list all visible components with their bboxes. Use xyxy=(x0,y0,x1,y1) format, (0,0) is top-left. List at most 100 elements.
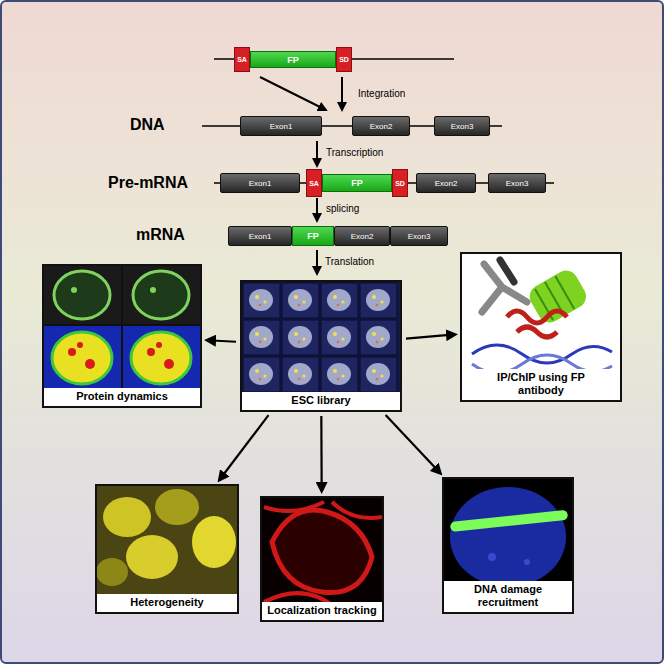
protein-dynamics-image-part xyxy=(150,287,156,293)
protein-dynamics-image-part xyxy=(68,348,76,356)
box-label: FP xyxy=(307,231,319,241)
dna-damage-image-part xyxy=(442,477,574,614)
splice-site-box: SD xyxy=(392,169,408,197)
panel-label: Protein dynamics xyxy=(44,388,200,406)
protein-dynamics-image-part xyxy=(156,342,162,348)
exon-box: Exon3 xyxy=(434,116,490,136)
box-label: FP xyxy=(351,178,363,188)
connector-arrow xyxy=(320,416,323,491)
flow-arrows-part xyxy=(316,198,318,221)
ip-chip-image-part-part xyxy=(555,276,574,309)
image-panel: ESC library xyxy=(240,280,402,412)
dna-damage-image-part xyxy=(524,559,530,565)
exon-box: Exon3 xyxy=(390,226,448,246)
splice-site-box: SA xyxy=(234,47,250,72)
protein-dynamics-image-part xyxy=(147,348,155,356)
esc-library-image-part xyxy=(321,357,358,392)
box-label: Exon2 xyxy=(435,179,458,188)
protein-dynamics-image-part xyxy=(164,359,174,369)
dna-damage-image-part xyxy=(488,553,496,561)
heterogeneity-image xyxy=(95,484,239,614)
splice-site-box: SA xyxy=(306,169,322,197)
step-label: Transcription xyxy=(326,147,383,158)
dna-damage-image xyxy=(442,477,574,614)
dna-damage-image-part xyxy=(450,510,568,532)
esc-library-image-part xyxy=(282,283,319,318)
step-label: Integration xyxy=(358,88,405,99)
box-label: Exon3 xyxy=(451,122,474,131)
row-label: DNA xyxy=(130,116,165,134)
localization-image-part xyxy=(264,502,382,607)
box-label: SD xyxy=(339,56,349,63)
protein-dynamics-image-part xyxy=(123,326,200,392)
box-label: SA xyxy=(237,56,247,63)
heterogeneity-image-part xyxy=(192,516,236,568)
box-label: Exon1 xyxy=(249,232,272,241)
protein-dynamics-image-part xyxy=(133,271,189,319)
flow-arrows-part xyxy=(341,77,343,110)
protein-dynamics-image-part xyxy=(44,266,121,324)
protein-dynamics-image-part xyxy=(44,326,121,392)
panel-label: DNA damage recruitment xyxy=(444,581,572,612)
flow-arrows-part xyxy=(316,141,318,166)
exon-box: Exon1 xyxy=(220,173,300,193)
image-panel: IP/ChIP using FP antibody xyxy=(460,252,622,402)
localization-image-part xyxy=(260,496,384,622)
protein-dynamics-image-part xyxy=(85,359,95,369)
localization-image xyxy=(260,496,384,622)
esc-library-image-part xyxy=(360,283,397,318)
esc-library-image-part xyxy=(360,357,397,392)
protein-dynamics-image xyxy=(42,264,202,408)
box-label: Exon3 xyxy=(506,179,529,188)
fp-box: FP xyxy=(250,51,336,68)
esc-library-image-part xyxy=(282,357,319,392)
esc-library-image xyxy=(240,280,402,412)
dna-lines xyxy=(202,59,554,183)
protein-dynamics-image-part xyxy=(123,266,200,324)
step-label: Translation xyxy=(325,256,374,267)
esc-library-image-part xyxy=(243,320,280,355)
connector-arrow xyxy=(386,415,441,473)
esc-library-image-part xyxy=(243,283,280,318)
connector-arrow xyxy=(406,334,455,338)
esc-library-image-part xyxy=(282,320,319,355)
protein-dynamics-image-part xyxy=(71,287,77,293)
connector-arrow xyxy=(219,415,268,480)
step-label: splicing xyxy=(326,203,359,214)
esc-library-image-part xyxy=(321,320,358,355)
box-label: SA xyxy=(309,180,319,187)
protein-dynamics-image-part xyxy=(52,332,112,384)
ip-chip-image-part xyxy=(525,266,590,327)
exon-box: Exon2 xyxy=(416,173,476,193)
flow-arrows-part xyxy=(316,250,318,274)
flow-arrows-part xyxy=(260,77,326,110)
box-label: Exon2 xyxy=(351,232,374,241)
exon-box: Exon3 xyxy=(488,173,546,193)
splice-site-box: SD xyxy=(336,47,352,72)
box-label: Exon1 xyxy=(270,122,293,131)
heterogeneity-image-part xyxy=(96,558,128,586)
protein-dynamics-image-part xyxy=(42,264,202,408)
esc-library-image-part xyxy=(240,280,402,412)
ip-chip-image-part xyxy=(460,252,622,402)
localization-image-part xyxy=(272,510,372,593)
dna-damage-image-part xyxy=(450,487,566,587)
box-label: Exon2 xyxy=(370,122,393,131)
ip-chip-image-part xyxy=(507,311,567,337)
panel-label: Heterogeneity xyxy=(97,594,237,612)
exon-box: Exon1 xyxy=(240,116,322,136)
ip-chip-image-part-part xyxy=(525,266,590,327)
heterogeneity-image-part xyxy=(155,489,199,525)
panel-label: IP/ChIP using FP antibody xyxy=(462,369,620,400)
image-panel: Localization tracking xyxy=(260,496,384,622)
fp-box: FP xyxy=(292,226,334,246)
ip-chip-image-part xyxy=(500,260,514,282)
box-label: FP xyxy=(287,55,299,65)
esc-library-image-part xyxy=(360,320,397,355)
image-panel: Protein dynamics xyxy=(42,264,202,408)
exon-box: Exon2 xyxy=(334,226,390,246)
protein-dynamics-image-part xyxy=(131,332,191,384)
box-label: SD xyxy=(395,180,405,187)
